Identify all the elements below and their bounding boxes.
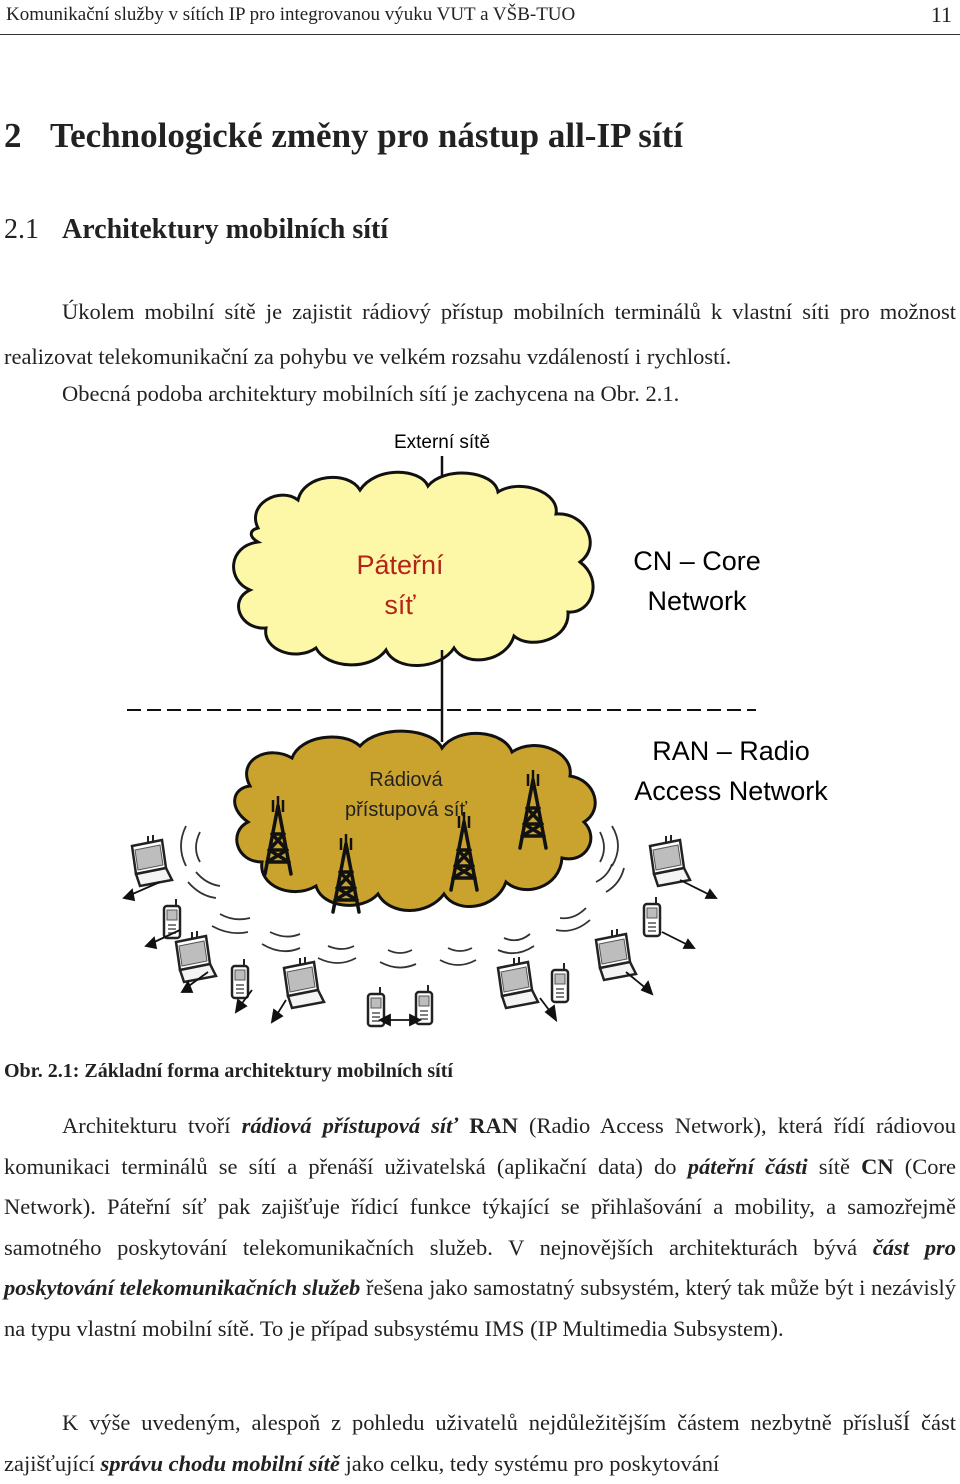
text-run: (Core Network). Páteřní síť pak zajišťuj… xyxy=(4,1153,956,1260)
section-title: Architektury mobilních sítí xyxy=(62,214,389,245)
laptop-icon xyxy=(282,955,326,1010)
paragraph-architecture: Architekturu tvoří rádiová přístupová sí… xyxy=(4,1106,956,1349)
emphasis-ran-term: rádiová přístupová síť xyxy=(241,1113,459,1138)
mobile-phone-icon xyxy=(162,897,182,940)
laptop-icon xyxy=(594,927,638,982)
mobile-phone-icon xyxy=(230,957,250,1000)
chapter-number: 2 xyxy=(4,116,22,155)
chapter-title: Technologické změny pro nástup all-IP sí… xyxy=(50,116,683,155)
emphasis-network-management: správu chodu mobilní sítě xyxy=(100,1450,340,1476)
laptop-icon xyxy=(130,833,174,888)
ran-cloud-label-line2: přístupová síť xyxy=(345,799,468,821)
header-title: Komunikační služby v sítích IP pro integ… xyxy=(6,4,576,25)
radio-wave-icon xyxy=(180,825,625,969)
core-cloud-label-line2: síť xyxy=(384,590,416,620)
core-cloud-label-line1: Páteřní xyxy=(356,550,444,580)
figure-caption: Obr. 2.1: Základní forma architektury mo… xyxy=(4,1060,453,1082)
mobile-phone-icon xyxy=(642,895,662,938)
emphasis-services-part: část pro poskytování telekomunikačních s… xyxy=(4,1234,956,1301)
paragraph-figure-reference: Obecná podoba architektury mobilních sít… xyxy=(62,381,680,406)
section-number: 2.1 xyxy=(4,214,39,245)
architecture-figure: Externí sítě Páteřní síť CN – Core Netwo… xyxy=(122,432,828,1028)
terminal-arrows xyxy=(122,879,718,1027)
laptop-icon xyxy=(496,955,540,1010)
chapter-heading: 2 Technologické změny pro nástup all-IP s… xyxy=(4,116,683,156)
text-run xyxy=(458,1113,469,1138)
ran-label-line2: Access Network xyxy=(634,776,828,806)
text-run: Architekturu tvoří xyxy=(62,1113,242,1138)
text-run: jako celku, tedy systému pro poskytování xyxy=(339,1450,720,1476)
laptop-icon xyxy=(174,929,218,984)
text-run: sítě xyxy=(807,1153,862,1179)
text-run: K výše uvedeným, alespoň z pohledu uživa… xyxy=(4,1410,956,1476)
ran-cloud-label-line1: Rádiová xyxy=(369,769,443,791)
core-network-label-line2: Network xyxy=(647,586,747,616)
page-number: 11 xyxy=(930,2,952,27)
section-heading: 2.1 Architektury mobilních sítí xyxy=(4,214,388,246)
external-networks-label: Externí sítě xyxy=(394,432,490,453)
bold-ran: RAN xyxy=(469,1113,518,1138)
laptop-icon xyxy=(648,833,692,888)
page-header: Komunikační služby v sítích IP pro integ… xyxy=(0,0,960,35)
paragraph-intro: Úkolem mobilní sítě je zajistit rádiový … xyxy=(4,299,956,369)
core-network-cloud-icon xyxy=(232,470,595,667)
paragraph-management: K výše uvedeným, alespoň z pohledu uživa… xyxy=(4,1403,956,1484)
ran-label-line1: RAN – Radio xyxy=(652,736,810,766)
text-run: (Radio Access Network), která řídí rádio… xyxy=(4,1113,956,1179)
mobile-phone-icon xyxy=(550,961,570,1004)
radio-access-network-cloud-icon xyxy=(233,729,597,912)
bold-cn: CN xyxy=(861,1153,894,1179)
core-network-label-line1: CN – Core xyxy=(633,546,761,576)
text-run: řešena jako samostatný subsystém, který … xyxy=(4,1275,957,1341)
mobile-phone-icon xyxy=(414,983,434,1026)
emphasis-core-part: páteřní části xyxy=(687,1153,808,1179)
